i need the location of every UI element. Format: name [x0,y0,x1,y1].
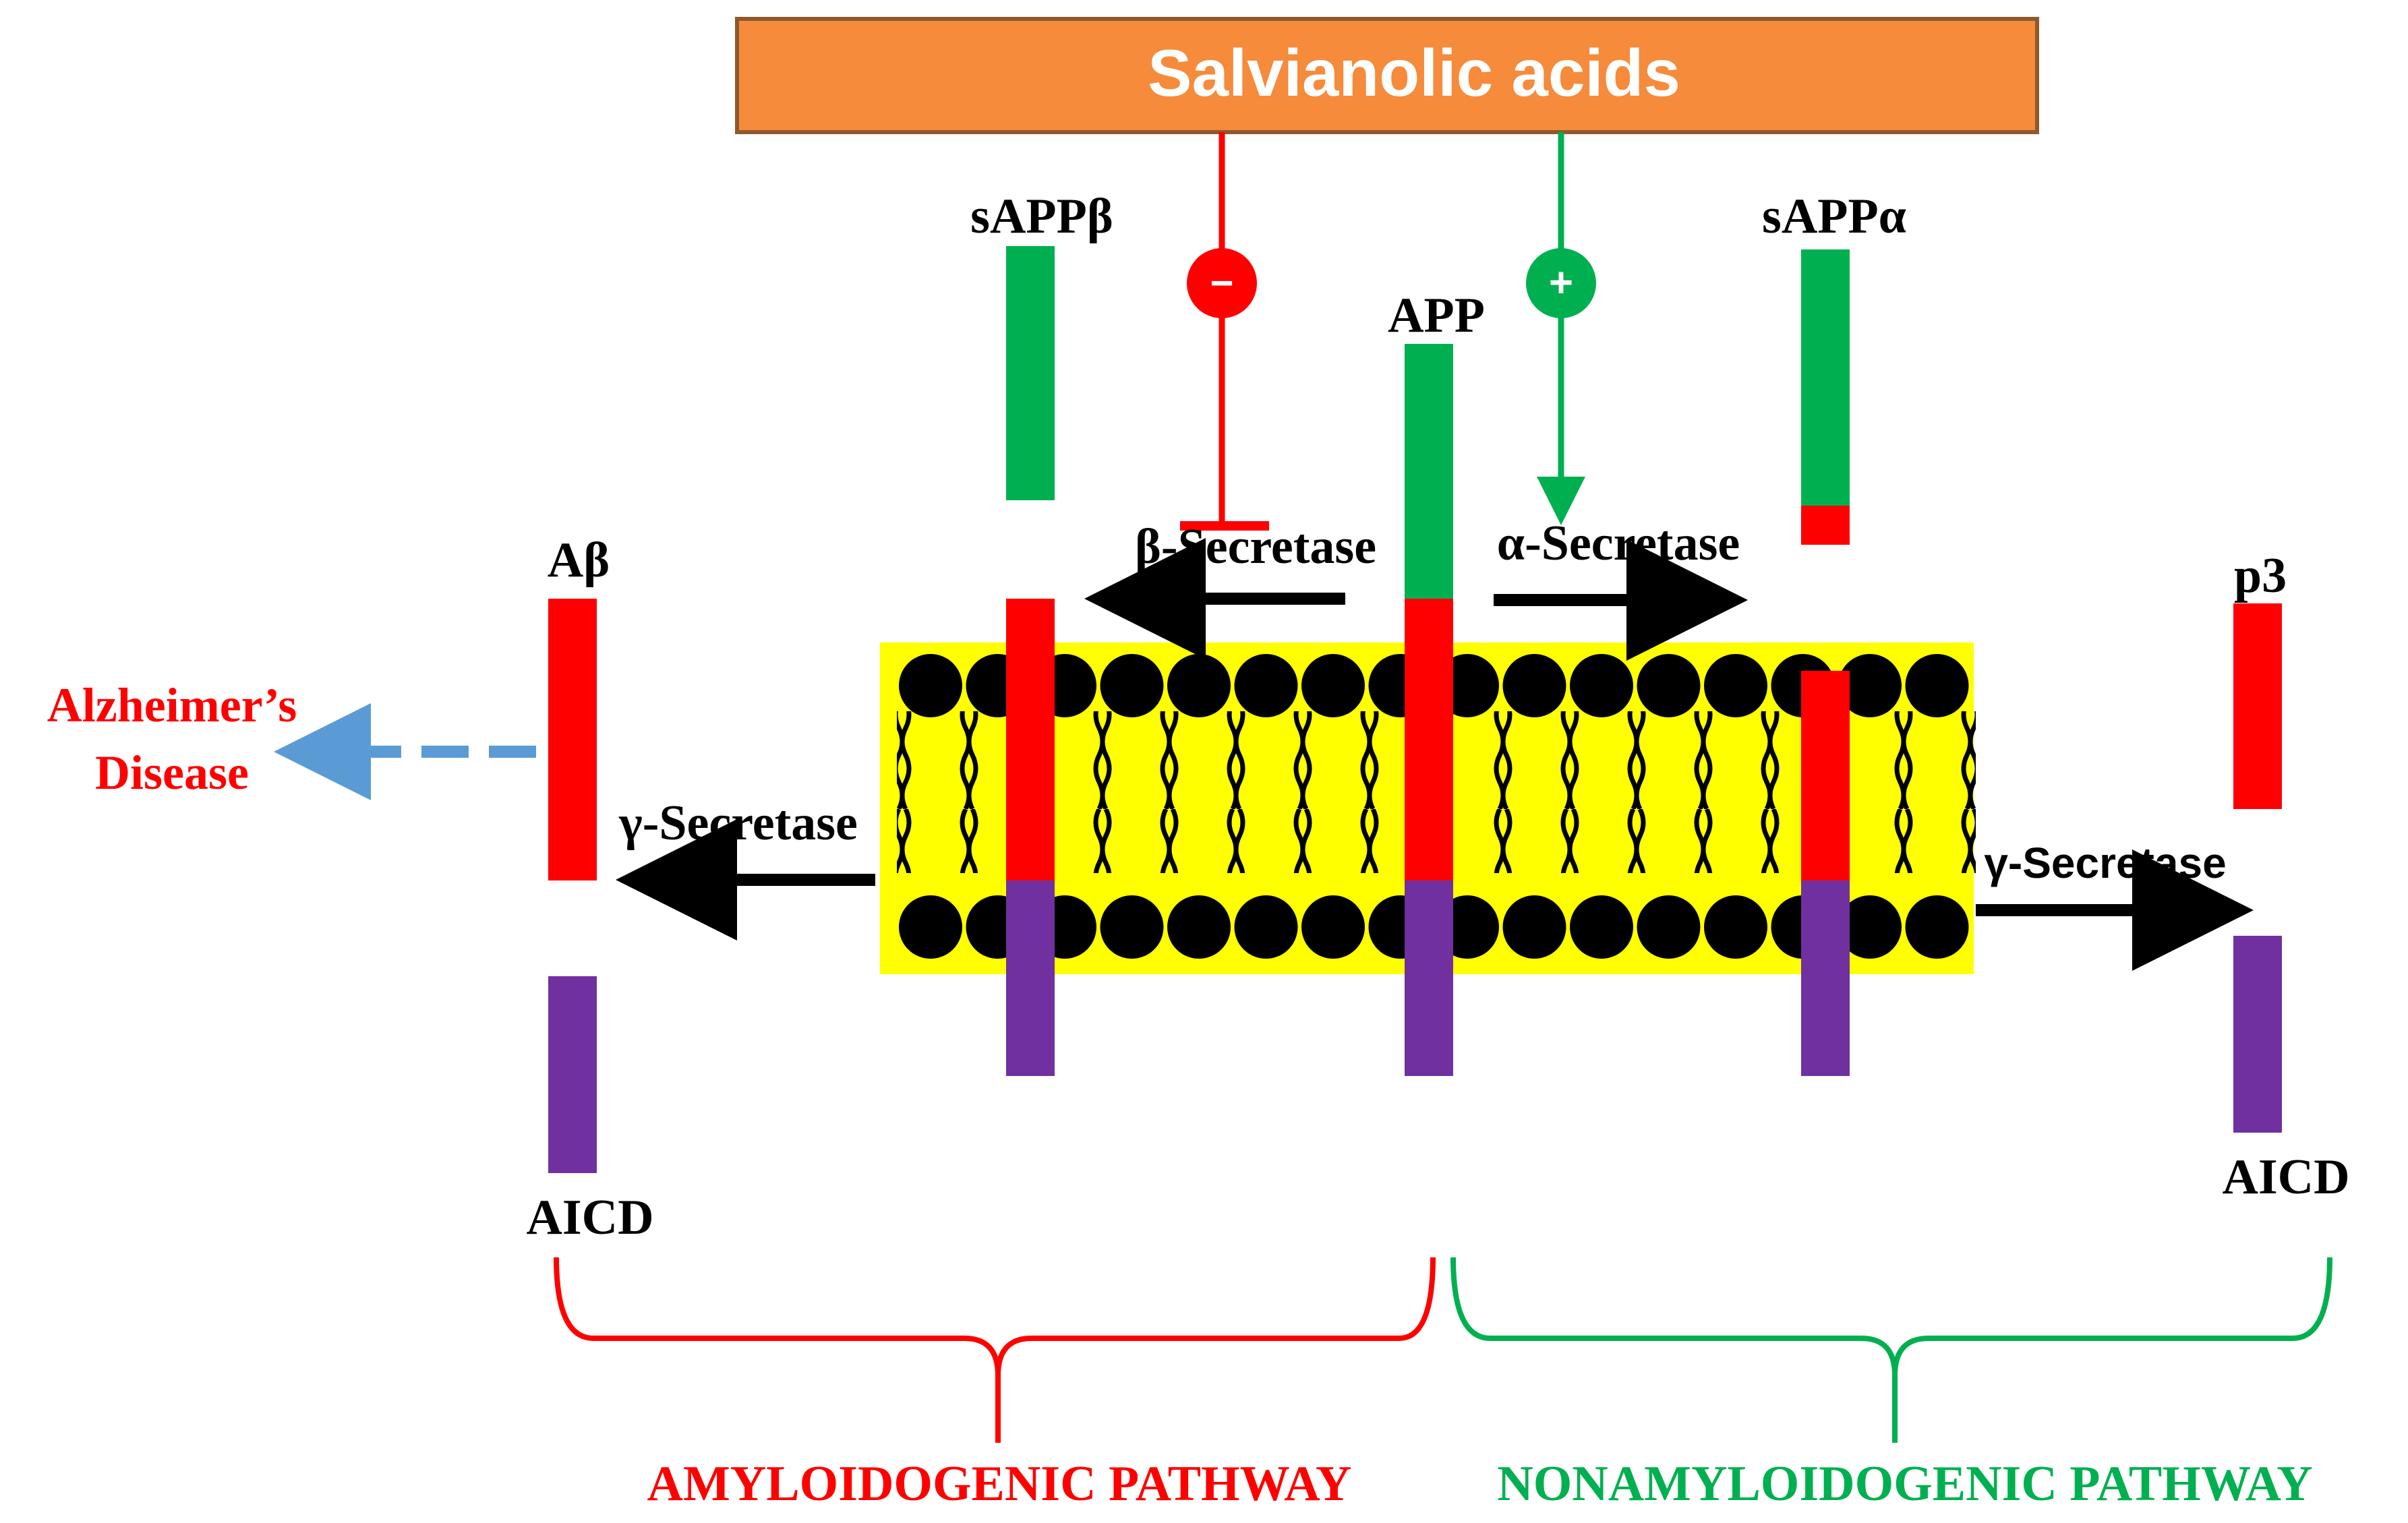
alpha-fragment-red [1801,671,1850,880]
sappa-green [1801,249,1850,506]
lipid-head [1637,895,1701,959]
beta-secretase-label: β-Secretase [1135,519,1376,574]
lipid-head [1234,654,1298,717]
nonamyloidogenic-bracket [1450,1257,2332,1443]
activation-line: + [1526,132,1596,525]
sappb-label: sAPPβ [970,189,1113,244]
app-red [1405,599,1453,880]
lipid-head [1100,654,1164,717]
abeta-bar [548,599,597,880]
aicd-right-label: AICD [2222,1149,2349,1205]
app-label: APP [1388,288,1485,343]
alzheimers-line2: Disease [95,746,249,800]
lipid-head [1167,895,1231,959]
beta-fragment-purple [1006,880,1055,1076]
lipid-head [1704,895,1767,959]
minus-sign: − [1210,260,1233,305]
lipid-head [1838,895,1902,959]
salvianolic-acids-title: Salvianolic acids [1148,36,1680,110]
lipid-head [1167,654,1231,717]
lipid-head [1704,654,1767,717]
lipid-head [1301,654,1365,717]
lipid-head [1502,895,1566,959]
plus-sign: + [1549,260,1573,306]
abeta-label: Aβ [548,533,610,588]
lipid-head [899,654,962,717]
alpha-secretase-label: α-Secretase [1497,516,1740,571]
sappa-red [1801,506,1850,545]
sappa-label: sAPPα [1762,189,1906,244]
lipid-heads-bottom [899,895,1969,959]
app-green [1405,344,1453,599]
aicd-left-bar [548,976,597,1173]
lipid-head [1570,895,1633,959]
lipid-head [1502,654,1566,717]
alzheimers-line1: Alzheimer’s [47,678,297,732]
lipid-head [1301,895,1365,959]
aicd-right-bar [2233,936,2282,1133]
lipid-head [899,895,962,959]
inhibition-line: − [1180,132,1269,531]
p3-label: p3 [2234,548,2287,603]
lipid-head [1905,895,1969,959]
alpha-fragment-purple [1801,880,1850,1076]
lipid-head [1234,895,1298,959]
plus-icon [1526,248,1596,318]
lipid-head [1637,654,1701,717]
lipid-head [1838,654,1902,717]
salvianolic-acids-box: Salvianolic acids [735,17,2039,134]
lipid-head [1905,654,1969,717]
minus-icon [1187,248,1257,318]
beta-fragment-red [1006,599,1055,880]
gamma-secretase-left-label: γ-Secretase [618,796,858,851]
sappb-bar [1006,246,1055,500]
p3-bar [2233,603,2282,809]
amyloidogenic-bracket [554,1257,1436,1443]
gamma-secretase-right-label: γ-Secretase [1984,839,2226,887]
lipid-head [1570,654,1633,717]
nonamyloidogenic-pathway-label: NONAMYLOIDOGENIC PATHWAY [1497,1456,2312,1512]
app-purple [1405,880,1453,1076]
aicd-left-label: AICD [526,1190,653,1245]
lipid-head [1100,895,1164,959]
amyloidogenic-pathway-label: AMYLOIDOGENIC PATHWAY [647,1456,1352,1512]
